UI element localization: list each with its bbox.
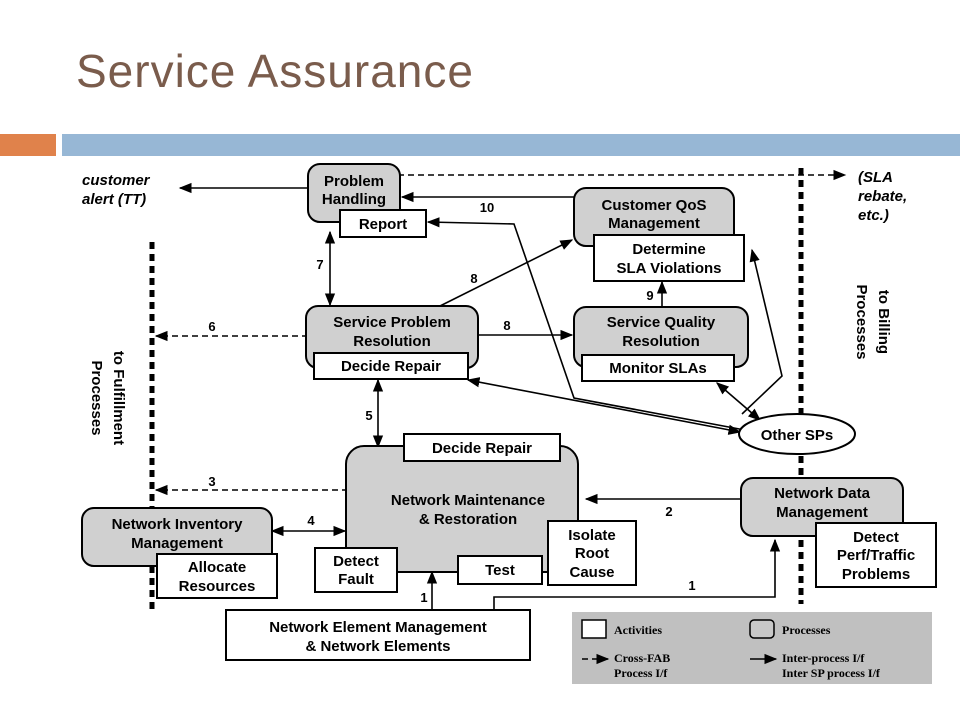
title-accent-bar-orange: [0, 134, 56, 156]
svg-text:Customer QoS: Customer QoS: [601, 197, 706, 214]
legend-inter-sp: Inter SP process I/f: [782, 666, 881, 680]
activity-detect-perf-traffic-problems: Detect Perf/Traffic Problems: [815, 522, 937, 588]
activity-decide-repair-network: Decide Repair: [403, 433, 561, 462]
activity-detect-fault: Detect Fault: [314, 547, 398, 593]
connector-othersps-to-monitor: [716, 382, 761, 421]
svg-text:Problems: Problems: [842, 566, 910, 583]
legend-cross-fab: Cross-FAB: [614, 651, 670, 665]
svg-text:Network Data: Network Data: [774, 485, 871, 502]
svg-text:Management: Management: [131, 535, 223, 552]
flow-number: 2: [665, 504, 672, 519]
svg-text:Isolate: Isolate: [568, 527, 616, 544]
svg-text:Network Inventory: Network Inventory: [112, 516, 244, 533]
svg-text:Management: Management: [776, 504, 868, 521]
flow-number: 1: [420, 590, 427, 605]
svg-text:SLA Violations: SLA Violations: [616, 260, 721, 277]
svg-text:to Billing: to Billing: [875, 290, 892, 354]
flow-number: 8: [470, 271, 477, 286]
label-to-fulfillment-processes: to Fulfillment Processes: [88, 351, 127, 445]
svg-text:Monitor SLAs: Monitor SLAs: [609, 360, 707, 377]
label-sla-rebate: (SLA rebate, etc.): [858, 169, 907, 224]
title-accent-bar-blue: [62, 134, 960, 156]
activity-monitor-slas: Monitor SLAs: [581, 354, 735, 382]
svg-text:rebate,: rebate,: [858, 188, 907, 205]
svg-text:Detect: Detect: [333, 553, 379, 570]
flow-number: 6: [208, 319, 215, 334]
connector-othersps-to-report: [426, 217, 751, 432]
svg-text:Determine: Determine: [632, 241, 705, 258]
svg-text:Resources: Resources: [179, 578, 256, 595]
process-other-sps: Other SPs: [738, 413, 856, 455]
svg-text:Decide Repair: Decide Repair: [341, 358, 441, 375]
svg-text:to Fulfillment: to Fulfillment: [110, 351, 127, 445]
connectors: [154, 169, 847, 610]
svg-text:alert (TT): alert (TT): [82, 191, 146, 208]
svg-text:Other SPs: Other SPs: [761, 427, 834, 444]
label-to-billing-processes: to Billing Processes: [853, 284, 892, 359]
flow-numbers: 10 7 8 8 9 6 5 3 4 2 1 1: [208, 200, 695, 605]
process-network-maintenance-restoration: Network Maintenance & Restoration: [345, 445, 579, 573]
svg-text:Problem: Problem: [324, 173, 384, 190]
legend-activities: Activities: [614, 623, 662, 637]
connector-othersps-to-service-problem: [466, 377, 742, 435]
flow-number: 10: [480, 200, 494, 215]
activity-test: Test: [457, 555, 543, 585]
svg-text:Cause: Cause: [569, 564, 614, 581]
svg-text:Test: Test: [485, 562, 515, 579]
svg-text:Allocate: Allocate: [188, 559, 246, 576]
svg-text:Handling: Handling: [322, 191, 386, 208]
svg-text:Service Problem: Service Problem: [333, 314, 451, 331]
svg-text:Processes: Processes: [853, 284, 870, 359]
activity-isolate-root-cause: Isolate Root Cause: [547, 520, 637, 586]
svg-text:Resolution: Resolution: [622, 333, 700, 350]
flow-number: 8: [503, 318, 510, 333]
activity-decide-repair-service: Decide Repair: [313, 352, 469, 380]
page-title: Service Assurance: [76, 45, 474, 97]
activity-network-element-management: Network Element Management & Network Ele…: [225, 609, 531, 661]
legend-inter-process: Inter-process I/f: [782, 651, 865, 665]
svg-text:Management: Management: [608, 215, 700, 232]
svg-text:Report: Report: [359, 216, 407, 233]
svg-text:Fault: Fault: [338, 571, 374, 588]
svg-text:Network Element Management: Network Element Management: [269, 619, 487, 636]
svg-text:(SLA: (SLA: [858, 169, 893, 186]
process-customer-qos-management: Customer QoS Management: [573, 187, 735, 247]
svg-text:Network Maintenance: Network Maintenance: [391, 492, 545, 509]
svg-text:Decide Repair: Decide Repair: [432, 440, 532, 457]
legend-process-swatch: [749, 619, 775, 639]
svg-text:etc.): etc.): [858, 207, 889, 224]
label-customer-alert: customer alert (TT): [82, 172, 151, 208]
legend-activity-swatch: [581, 619, 607, 639]
activity-report: Report: [339, 209, 427, 238]
connector-1-to-data: [493, 538, 781, 610]
flow-number: 4: [307, 513, 315, 528]
svg-text:Resolution: Resolution: [353, 333, 431, 350]
svg-text:Root: Root: [575, 545, 609, 562]
svg-text:Perf/Traffic: Perf/Traffic: [837, 547, 915, 564]
svg-text:customer: customer: [82, 172, 151, 189]
svg-text:Processes: Processes: [88, 360, 105, 435]
flow-number: 1: [688, 578, 695, 593]
svg-text:& Network Elements: & Network Elements: [305, 638, 450, 655]
flow-number: 9: [646, 288, 653, 303]
legend-process-if: Process I/f: [614, 666, 668, 680]
process-network-inventory-management: Network Inventory Management: [81, 507, 273, 567]
process-network-data-management: Network Data Management: [740, 477, 904, 537]
flow-number: 7: [316, 257, 323, 272]
legend: Activities Processes Cross-FAB Process I…: [572, 612, 932, 684]
flow-number: 5: [365, 408, 372, 423]
activity-determine-sla-violations: Determine SLA Violations: [593, 234, 745, 282]
legend-processes: Processes: [782, 623, 831, 637]
svg-text:Detect: Detect: [853, 529, 899, 546]
svg-text:& Restoration: & Restoration: [419, 511, 517, 528]
activity-allocate-resources: Allocate Resources: [156, 553, 278, 599]
flow-number: 3: [208, 474, 215, 489]
svg-text:Service Quality: Service Quality: [607, 314, 716, 331]
connector-8-to-qos: [439, 239, 574, 307]
process-service-quality-resolution: Service Quality Resolution: [573, 306, 749, 368]
